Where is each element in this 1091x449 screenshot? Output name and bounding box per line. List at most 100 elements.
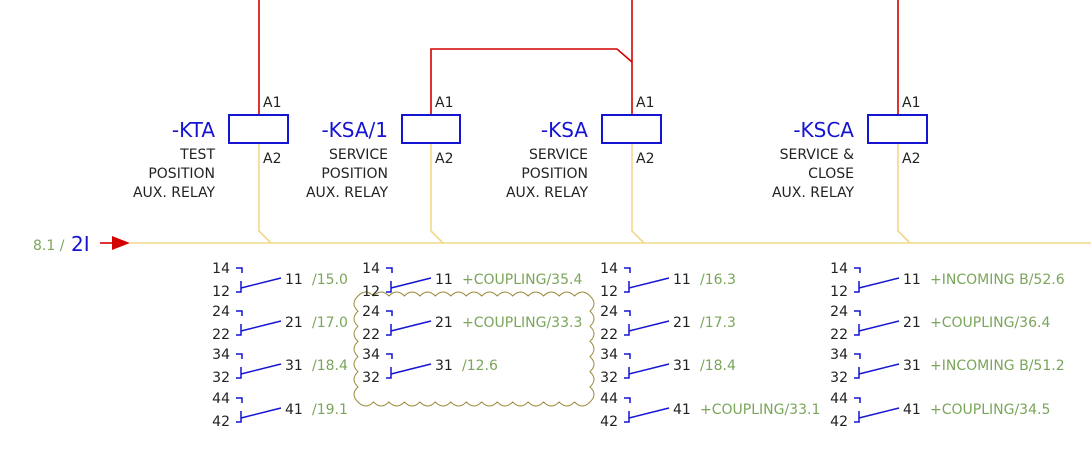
contact-common-terminal: 31 bbox=[903, 358, 921, 374]
contact-blade bbox=[240, 363, 282, 375]
return-wires bbox=[130, 144, 1091, 244]
contact-nc-terminal: 12 bbox=[362, 284, 380, 300]
contact-blade bbox=[628, 277, 670, 289]
contact-common-terminal: 31 bbox=[285, 358, 303, 374]
contact-common-terminal: 31 bbox=[435, 358, 453, 374]
contact-no-terminal: 34 bbox=[362, 347, 380, 363]
contact-nc-terminal: 42 bbox=[830, 414, 848, 430]
pin-a2-label: A2 bbox=[263, 151, 281, 167]
relay-description-line: POSITION bbox=[148, 166, 215, 182]
relay-description-line: POSITION bbox=[321, 166, 388, 182]
contact-cross-reference: /16.3 bbox=[700, 272, 736, 288]
contact-no-hook bbox=[386, 267, 393, 273]
contact-nc-hook bbox=[236, 411, 242, 423]
relay-description-line: AUX. RELAY bbox=[306, 185, 389, 201]
contact-nc-hook bbox=[624, 411, 630, 423]
return-wire-ksca[interactable] bbox=[897, 144, 911, 244]
contact-blade bbox=[240, 407, 282, 419]
contact-no-terminal: 14 bbox=[830, 261, 848, 277]
contact-cross-reference: +COUPLING/33.3 bbox=[462, 315, 582, 331]
relay-coil[interactable] bbox=[228, 114, 289, 144]
contact-nc-hook bbox=[236, 281, 242, 293]
contact-cross-reference: +INCOMING B/51.2 bbox=[930, 358, 1065, 374]
pin-a1-label: A1 bbox=[263, 95, 281, 111]
contact-no-hook bbox=[854, 397, 861, 403]
contact-no-hook bbox=[854, 267, 861, 273]
contact-nc-hook bbox=[624, 367, 630, 379]
contact-nc-terminal: 22 bbox=[212, 327, 230, 343]
relay-description-line: TEST bbox=[179, 147, 215, 163]
contact-no-hook bbox=[386, 353, 393, 359]
contact-common-terminal: 41 bbox=[903, 402, 921, 418]
contact-nc-terminal: 42 bbox=[212, 414, 230, 430]
relay-coil[interactable] bbox=[867, 114, 928, 144]
supply-wires bbox=[258, 0, 899, 115]
contact-common-terminal: 11 bbox=[673, 272, 691, 288]
contact-no-terminal: 14 bbox=[600, 261, 618, 277]
contact-nc-terminal: 22 bbox=[362, 327, 380, 343]
contact-cross-reference: +INCOMING B/52.6 bbox=[930, 272, 1065, 288]
contact-common-terminal: 21 bbox=[903, 315, 921, 331]
contact-blade bbox=[858, 277, 900, 289]
contact-nc-hook bbox=[624, 281, 630, 293]
contact-no-terminal: 44 bbox=[212, 391, 230, 407]
return-wire-ksa1[interactable] bbox=[430, 144, 444, 244]
aux-contact[interactable]: 34 32 31 +INCOMING B/51.2 bbox=[830, 347, 1064, 386]
contact-nc-hook bbox=[854, 367, 860, 379]
relay-description-line: SERVICE bbox=[529, 147, 588, 163]
contact-blade bbox=[628, 363, 670, 375]
return-wire-kta[interactable] bbox=[258, 144, 272, 244]
contact-blade bbox=[390, 363, 432, 375]
contact-nc-terminal: 32 bbox=[600, 370, 618, 386]
relay-coil[interactable] bbox=[601, 114, 662, 144]
contact-no-terminal: 24 bbox=[830, 304, 848, 320]
signal-arrow-head bbox=[112, 236, 130, 250]
relay-description-line: POSITION bbox=[521, 166, 588, 182]
relay-coil[interactable] bbox=[401, 114, 461, 144]
contact-cross-reference: +COUPLING/33.1 bbox=[700, 402, 820, 418]
contact-no-terminal: 34 bbox=[830, 347, 848, 363]
relay-description-line: AUX. RELAY bbox=[772, 185, 855, 201]
relay-description-line: SERVICE & bbox=[780, 147, 854, 163]
aux-contact[interactable]: 24 22 21 +COUPLING/36.4 bbox=[830, 304, 1050, 343]
contact-nc-hook bbox=[386, 367, 392, 379]
relay-tag: -KSCA bbox=[793, 118, 854, 142]
contact-common-terminal: 41 bbox=[673, 402, 691, 418]
contact-nc-terminal: 32 bbox=[830, 370, 848, 386]
contact-blade bbox=[628, 407, 670, 419]
contact-nc-terminal: 22 bbox=[830, 327, 848, 343]
return-wire-ksa[interactable] bbox=[631, 144, 645, 244]
contact-no-hook bbox=[624, 353, 631, 359]
contact-nc-hook bbox=[624, 324, 630, 336]
supply-wire-ksa1[interactable] bbox=[430, 48, 633, 115]
contact-nc-hook bbox=[854, 281, 860, 293]
contact-no-hook bbox=[854, 353, 861, 359]
contact-cross-reference: +COUPLING/36.4 bbox=[930, 315, 1050, 331]
contact-no-terminal: 14 bbox=[212, 261, 230, 277]
relay-description-line: SERVICE bbox=[329, 147, 388, 163]
contact-no-hook bbox=[624, 310, 631, 316]
contact-cross-reference: +COUPLING/35.4 bbox=[462, 272, 582, 288]
contact-no-hook bbox=[854, 310, 861, 316]
contact-cross-reference: /18.4 bbox=[700, 358, 736, 374]
signal-arrow[interactable]: 8.1 / 2I bbox=[33, 232, 130, 256]
contact-blade bbox=[858, 407, 900, 419]
